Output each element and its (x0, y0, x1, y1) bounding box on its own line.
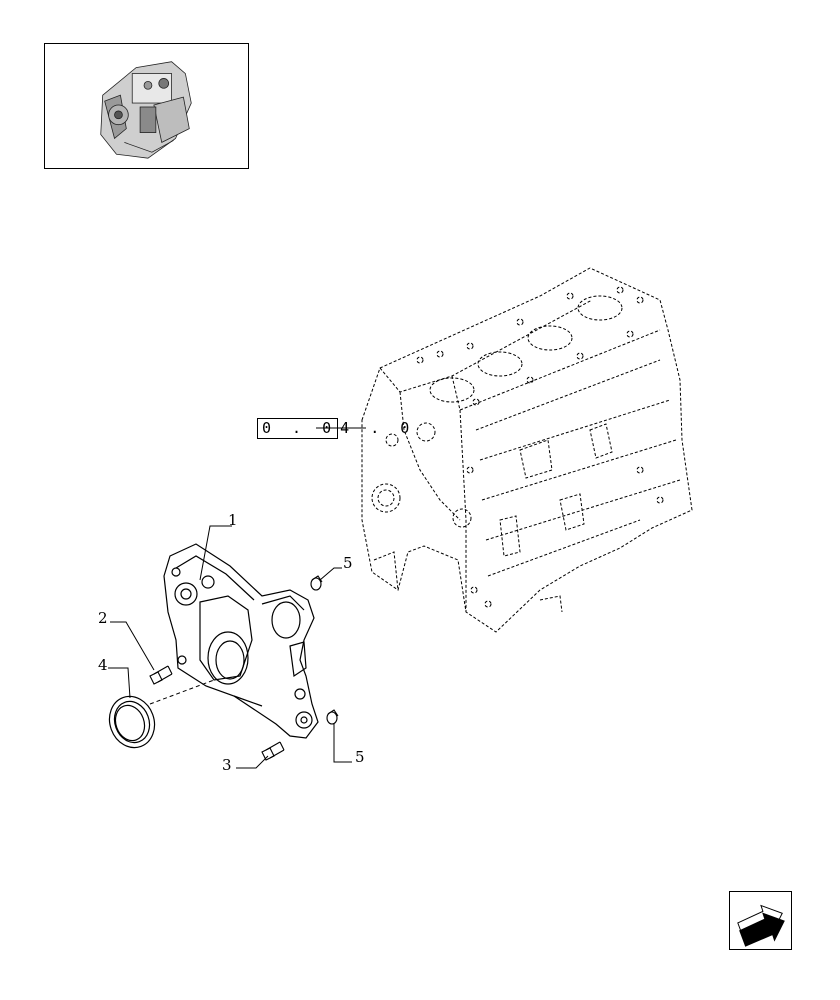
dowel-part-5-bottom (326, 709, 339, 725)
reference-code-suffix: 4 . 0 (340, 419, 416, 437)
callout-3: 3 (222, 756, 232, 774)
leader-line-1 (199, 525, 232, 581)
engine-thumbnail-icon (100, 61, 192, 159)
reference-code[interactable]: 0 . 0 4 . 0 (257, 418, 415, 439)
next-page-arrow-icon (737, 904, 785, 947)
leader-line-5a (319, 567, 342, 581)
leader-line-5b (333, 724, 352, 763)
crankshaft-seal (108, 695, 156, 749)
next-page-button[interactable] (729, 891, 792, 950)
bolt-part-2 (149, 665, 173, 685)
bolt-part-3 (261, 741, 285, 761)
leader-line-2 (110, 621, 155, 671)
callout-5-bottom: 5 (355, 748, 365, 766)
callout-4: 4 (98, 656, 108, 674)
engine-block-outline (361, 267, 693, 633)
leader-line-3 (236, 755, 269, 769)
timing-cover (163, 543, 319, 739)
callout-1: 1 (228, 511, 238, 529)
dowel-part-5-top (310, 575, 323, 591)
engine-thumbnail[interactable] (44, 43, 249, 169)
callout-2: 2 (98, 609, 108, 627)
assembly-dash-line (149, 679, 215, 705)
leader-line-4 (108, 667, 131, 699)
callout-5-top: 5 (343, 554, 353, 572)
reference-code-prefix: 0 . 0 (257, 418, 339, 439)
